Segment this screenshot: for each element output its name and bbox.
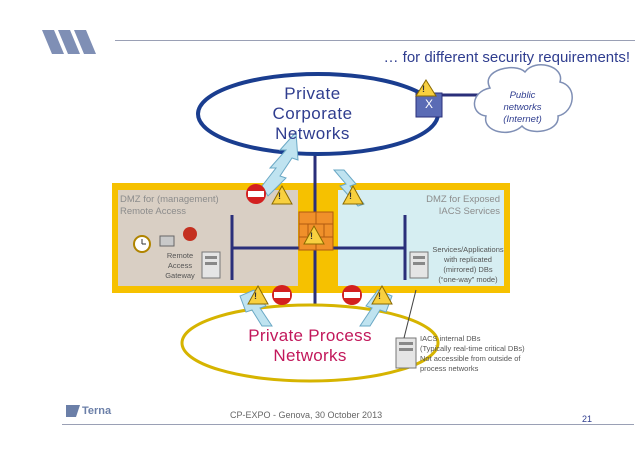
bottom-divider	[62, 424, 634, 425]
iacs-db-label: IACS internal DBs (Typically real-time c…	[420, 334, 580, 374]
gateway-label: Remote Access Gateway	[155, 251, 205, 281]
public-label-line1: Public	[509, 90, 536, 101]
dmz-exposed-line1: DMZ for Exposed	[426, 194, 500, 205]
warning-glyph-6: !	[378, 291, 381, 301]
iacs-label-line2: (Typically real-time critical DBs)	[420, 344, 525, 353]
public-network-label: Public networks (Internet)	[480, 90, 565, 126]
gateway-label-line1: Remote	[166, 251, 194, 260]
remote-access-gateway-server	[201, 251, 221, 279]
corporate-label-line1: Private	[284, 84, 341, 103]
warning-icons	[247, 79, 437, 305]
corporate-label-line3: Networks	[275, 124, 350, 143]
top-divider	[115, 40, 635, 41]
public-label-line3: (Internet)	[503, 114, 542, 125]
services-label: Services/Applications with replicated (m…	[418, 245, 518, 285]
brand-stripes-logo	[42, 30, 96, 54]
iacs-db-server	[395, 337, 417, 369]
dmz-management-line1: DMZ for (management)	[120, 194, 219, 205]
dmz-management-line2: Remote Access	[120, 206, 186, 217]
iacs-label-line4: process networks	[420, 364, 479, 373]
footer-event: CP-EXPO - Genova, 30 October 2013	[230, 410, 383, 420]
warning-glyph-4: !	[310, 231, 313, 241]
process-label-line1: Private Process	[248, 326, 372, 345]
services-label-line3: (mirrored) DBs	[443, 265, 493, 274]
dmz-exposed-line2: IACS Services	[438, 206, 500, 217]
iacs-label-line3: Not accessible from outside of	[420, 354, 521, 363]
terna-logo-text: Terna	[82, 405, 112, 417]
iacs-callout-line	[403, 289, 417, 339]
management-tools-icons	[133, 227, 197, 253]
dmz-management-title: DMZ for (management) Remote Access	[120, 194, 270, 218]
process-network-ellipse	[180, 303, 440, 383]
services-label-line1: Services/Applications	[432, 245, 504, 254]
corporate-network-label: Private Corporate Networks	[210, 84, 415, 144]
services-label-line2: with replicated	[444, 255, 492, 264]
no-entry-icons	[246, 184, 362, 305]
page-number: 21	[581, 414, 592, 424]
public-network-cloud	[473, 64, 573, 134]
blocked-connection-icon	[415, 92, 443, 118]
iacs-label-line1: IACS internal DBs	[420, 334, 481, 343]
warning-glyph-5: !	[254, 291, 257, 301]
services-server	[409, 251, 429, 279]
gateway-label-line2: Access	[167, 261, 193, 270]
warning-glyph-2: !	[349, 191, 352, 201]
dmz-exposed-title: DMZ for Exposed IACS Services	[370, 194, 500, 218]
process-label-line2: Networks	[273, 346, 347, 365]
terna-logo-icon	[66, 405, 80, 417]
warning-glyph-3: !	[422, 84, 425, 94]
corporate-label-line2: Corporate	[272, 104, 353, 123]
gateway-label-line3: Gateway	[165, 271, 195, 280]
slide-title: … for different security requirements!	[383, 49, 631, 66]
warning-glyph-1: !	[278, 191, 281, 201]
public-label-line2: networks	[503, 102, 542, 113]
process-network-label: Private Process Networks	[215, 326, 405, 366]
block-marker-label: X	[424, 97, 433, 111]
services-label-line4: (“one-way” mode)	[438, 275, 498, 284]
